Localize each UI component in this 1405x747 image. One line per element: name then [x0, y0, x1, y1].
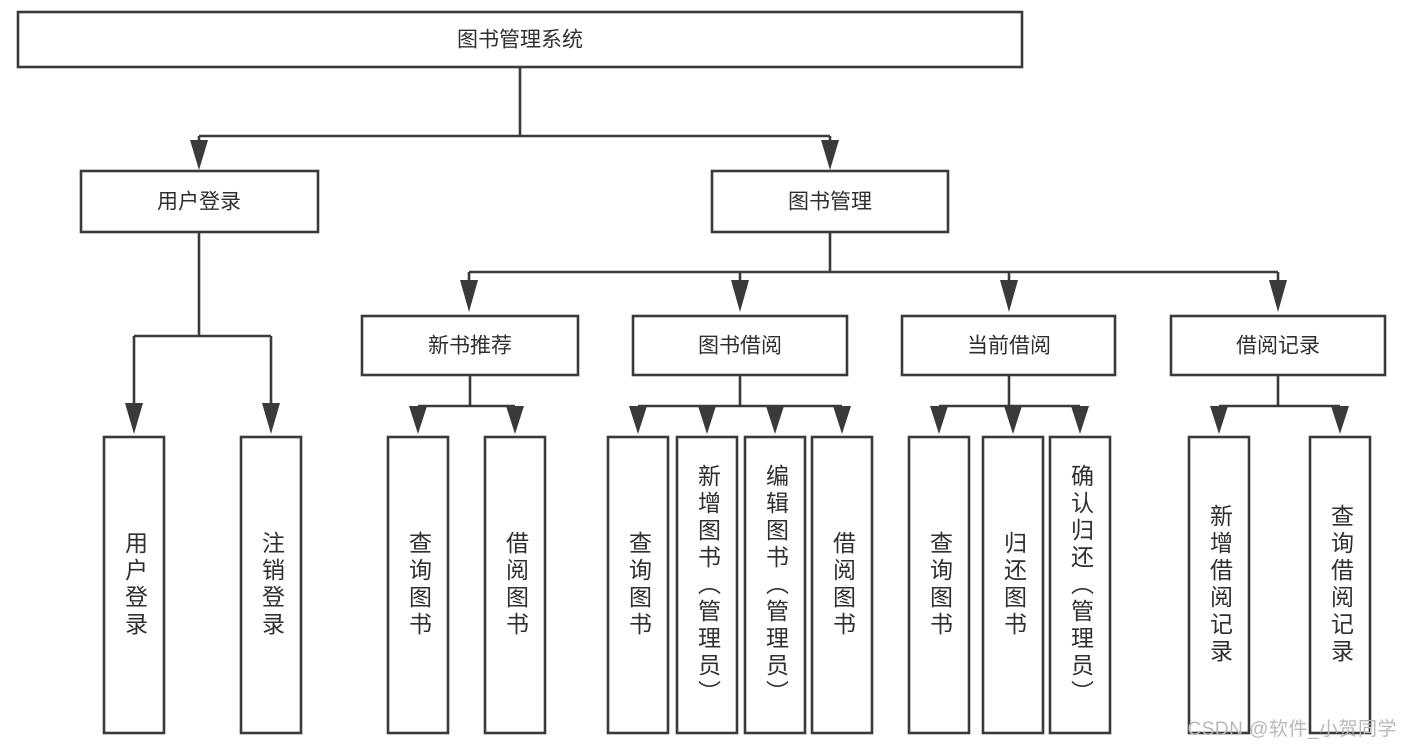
leaf-box-add-borrow-record[interactable] [1187, 435, 1251, 735]
arrow-currentborrow-leaf-2 [1004, 406, 1022, 434]
arrow-bookborrow-leaf-3 [766, 406, 784, 434]
leaf-box-return-book[interactable] [981, 435, 1045, 735]
node-root[interactable]: 图书管理系统 [16, 10, 1024, 69]
node-borrow-record[interactable]: 借阅记录 [1169, 314, 1387, 377]
leaf-box-add-book-admin[interactable] [675, 435, 739, 735]
connector-group-root [190, 67, 839, 170]
connector-group-borrowrecord [1210, 375, 1349, 434]
node-book-management[interactable]: 图书管理 [710, 169, 950, 234]
leaf-boxes [102, 435, 1372, 735]
arrow-userlogin-leaf-2 [262, 403, 280, 434]
arrow-borrowrecord-leaf-1 [1210, 406, 1228, 434]
node-borrow-record-label: 借阅记录 [1236, 335, 1320, 358]
connector-group-bookborrow [629, 375, 851, 434]
connector-group-newbook [409, 375, 524, 434]
arrow-bookborrow-leaf-4 [833, 406, 851, 434]
arrow-currentborrow-leaf-1 [930, 406, 948, 434]
connector-group-user-login [125, 232, 280, 434]
arrow-bookborrow-leaf-1 [629, 406, 647, 434]
node-root-label: 图书管理系统 [457, 29, 583, 52]
arrow-newbook-leaf-1 [409, 406, 427, 434]
connector-group-book-mgmt [460, 232, 1287, 312]
leaf-box-edit-book-admin[interactable] [743, 435, 807, 735]
leaf-box-logout[interactable] [239, 435, 303, 735]
node-new-book-recommend[interactable]: 新书推荐 [360, 314, 580, 377]
node-root-box[interactable] [16, 10, 1024, 69]
arrow-userlogin-leaf-1 [125, 403, 143, 434]
node-book-borrow[interactable]: 图书借阅 [631, 314, 849, 377]
node-book-management-label: 图书管理 [788, 191, 872, 214]
node-new-book-recommend-box[interactable] [360, 314, 580, 377]
arrow-root-to-user-login [190, 140, 208, 170]
leaf-box-query-book-1[interactable] [386, 435, 450, 735]
node-user-login-box[interactable] [79, 169, 320, 234]
leaf-box-query-borrow-record[interactable] [1308, 435, 1372, 735]
node-book-management-box[interactable] [710, 169, 950, 234]
arrow-bookmgmt-to-current [1000, 280, 1018, 312]
node-borrow-record-box[interactable] [1169, 314, 1387, 377]
arrow-root-to-book-mgmt [821, 140, 839, 170]
arrow-currentborrow-leaf-3 [1071, 406, 1089, 434]
node-user-login-label: 用户登录 [157, 191, 241, 214]
node-book-borrow-label: 图书借阅 [698, 335, 782, 358]
node-current-borrow-box[interactable] [900, 314, 1117, 377]
arrow-borrowrecord-leaf-2 [1331, 406, 1349, 434]
leaf-box-borrow-book-2[interactable] [810, 435, 874, 735]
leaf-box-query-book-3[interactable] [907, 435, 971, 735]
arrow-bookmgmt-to-record [1269, 280, 1287, 312]
node-book-borrow-box[interactable] [631, 314, 849, 377]
connector-group-currentborrow [930, 375, 1089, 434]
arrow-bookmgmt-to-newbook [460, 280, 478, 312]
node-current-borrow[interactable]: 当前借阅 [900, 314, 1117, 377]
arrow-newbook-leaf-2 [506, 406, 524, 434]
leaf-box-confirm-return-admin[interactable] [1048, 435, 1112, 735]
leaf-box-user-login[interactable] [102, 435, 166, 735]
arrow-bookmgmt-to-borrow [731, 280, 749, 312]
leaf-box-borrow-book-1[interactable] [483, 435, 547, 735]
node-user-login[interactable]: 用户登录 [79, 169, 320, 234]
arrow-bookborrow-leaf-2 [698, 406, 716, 434]
leaf-box-query-book-2[interactable] [606, 435, 670, 735]
node-new-book-recommend-label: 新书推荐 [428, 335, 512, 358]
node-current-borrow-label: 当前借阅 [967, 335, 1051, 358]
